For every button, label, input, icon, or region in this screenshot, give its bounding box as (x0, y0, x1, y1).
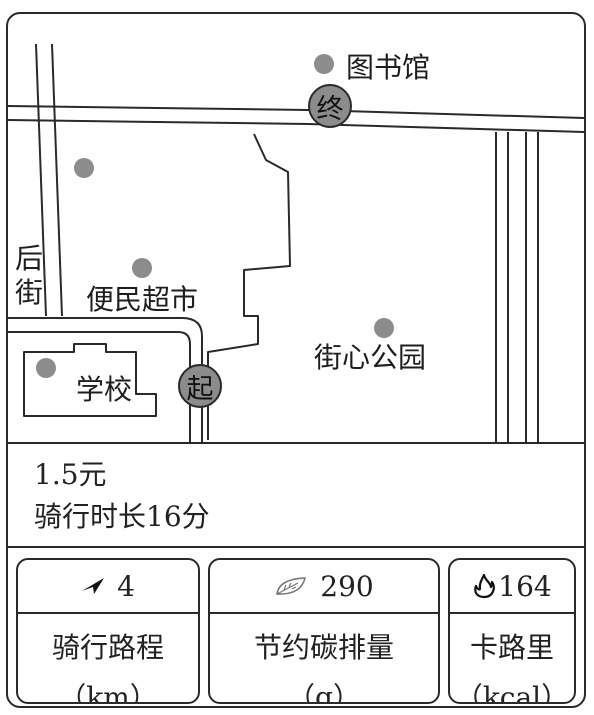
distance-label: 骑行路程 (51, 631, 164, 664)
divider (8, 442, 584, 444)
street-map (8, 43, 584, 442)
stat-header: 164 (450, 560, 574, 614)
street-label: 后街 (14, 242, 43, 309)
stat-calories: 164 卡路里 （kcal） (448, 558, 576, 704)
school-dot (36, 358, 56, 378)
calories-label: 卡路里 (469, 631, 554, 664)
park-boundary (207, 133, 291, 440)
map-area: 图书馆 后街 便民超市 学校 街心公园 终 起 (8, 14, 584, 442)
duration-text: 骑行时长16分 (34, 500, 210, 533)
stat-distance: 4 骑行路程 （km） (16, 558, 200, 704)
supermarket-label: 便民超市 (86, 283, 199, 316)
start-marker: 起 (178, 364, 222, 408)
divider (8, 546, 584, 548)
flame-icon (474, 573, 496, 599)
distance-unit: （km） (58, 681, 158, 704)
park-dot (374, 318, 394, 338)
distance-value: 4 (117, 569, 135, 603)
top-road-edge (8, 105, 584, 119)
carbon-value: 290 (320, 569, 374, 603)
carbon-unit: （g） (287, 681, 361, 704)
ride-info: 1.5元 骑行时长16分 (34, 454, 210, 538)
library-dot (314, 54, 334, 74)
calories-unit: （kcal） (454, 681, 570, 704)
poi-dot (74, 158, 94, 178)
school-label: 学校 (76, 373, 133, 406)
leaf-icon (276, 577, 307, 595)
stat-carbon: 290 节约碳排量 （g） (208, 558, 440, 704)
school-building (23, 343, 157, 417)
end-marker: 终 (308, 84, 352, 128)
top-road-edge (8, 119, 584, 133)
park-label: 街心公园 (314, 341, 427, 374)
supermarket-dot (132, 258, 152, 278)
stat-header: 290 (210, 560, 438, 614)
stat-header: 4 (18, 560, 198, 614)
carbon-label: 节约碳排量 (253, 631, 394, 664)
left-street-edge (35, 43, 47, 317)
left-street-edge (51, 43, 63, 317)
navigation-arrow-icon (82, 578, 105, 594)
calories-value: 164 (498, 569, 552, 603)
school-road-edge (8, 331, 191, 442)
ride-summary-card: 图书馆 后街 便民超市 学校 街心公园 终 起 1.5元 骑行时长16分 4 骑… (6, 12, 586, 708)
school-road-edge (8, 317, 203, 442)
price-text: 1.5元 (34, 458, 107, 491)
library-label: 图书馆 (346, 51, 431, 84)
